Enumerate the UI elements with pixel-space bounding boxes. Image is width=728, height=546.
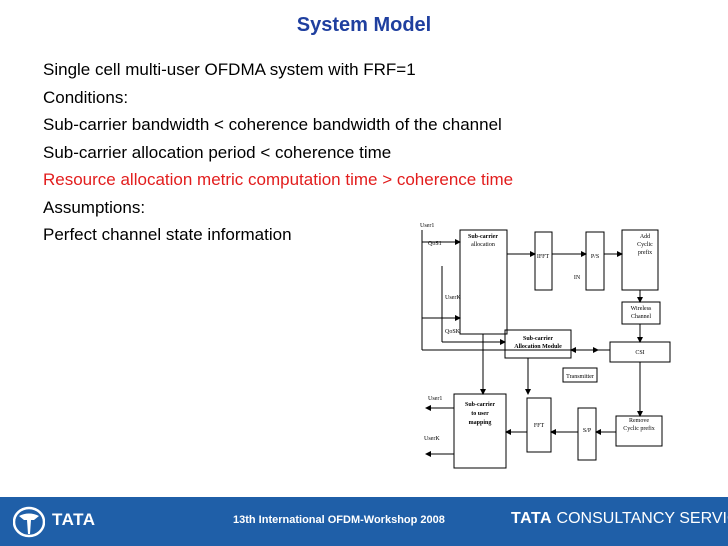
label-remove-cp-2: Cyclic prefix [623,425,655,432]
slide-title: System Model [296,14,432,36]
label-add-cp-2: Cyclic [637,242,653,248]
label-in: IN [574,275,581,281]
label-csi: CSI [635,350,644,356]
label-userk-top: UserK [445,295,461,301]
label-user1-top: User1 [420,223,434,229]
conference-label: 13th International OFDM-Workshop 2008 [233,514,445,526]
bullet-item: Single cell multi-user OFDMA system with… [43,60,416,79]
bullet-item: Conditions: [43,87,129,107]
label-transmitter: Transmitter [566,374,594,380]
label-userk-bottom: UserK [424,436,440,442]
tcs-logo: TATA CONSULTANCY SERVICES [511,510,728,528]
bullet-item: Sub-carrier allocation period < coherenc… [43,142,392,162]
label-allocation-module-1: Sub-carrier [523,336,553,342]
label-subcarrier-allocation-2: allocation [471,242,495,248]
bullet-item: Assumptions: [43,197,146,217]
label-qosk: QoSK [445,329,461,335]
label-fft: FFT [534,423,545,429]
label-qos1: QoS1 [428,241,442,247]
label-ifft: IFFT [537,254,550,260]
label-mapping-2: to user [471,411,489,417]
label-subcarrier-allocation-1: Sub-carrier [468,234,498,240]
label-wireless-1: Wireless [631,306,652,312]
bullet-item-highlight: Resource allocation metric computation t… [43,170,514,189]
tata-logo-text: TATA [52,510,96,529]
label-wireless-2: Channel [631,314,651,320]
tcs-logo-rest: CONSULTANCY SERVICES [556,510,728,527]
label-sp: S/P [583,428,592,434]
bullet-item: Sub-carrier bandwidth < coherence bandwi… [43,115,502,134]
label-mapping-3: mapping [469,420,492,426]
bullet-list: Single cell multi-user OFDMA system with… [43,56,703,249]
footer-bar: TATA 13th International OFDM-Workshop 20… [0,497,728,546]
label-user1-bottom: User1 [428,396,442,402]
label-remove-cp-1: Remove [629,418,649,424]
label-add-cp-1: Add [640,234,650,240]
label-mapping-1: Sub-carrier [465,402,495,408]
tcs-logo-bold: TATA [511,510,553,527]
label-add-cp-3: prefix [638,249,652,256]
label-allocation-module-2: Allocation Module [514,344,562,350]
system-diagram: User1 QoS1 UserK QoSK Sub-carrier alloca… [420,223,671,469]
bullet-item: Perfect channel state information [43,225,292,244]
tata-emblem-icon [13,506,45,538]
label-ps: P/S [591,254,599,260]
